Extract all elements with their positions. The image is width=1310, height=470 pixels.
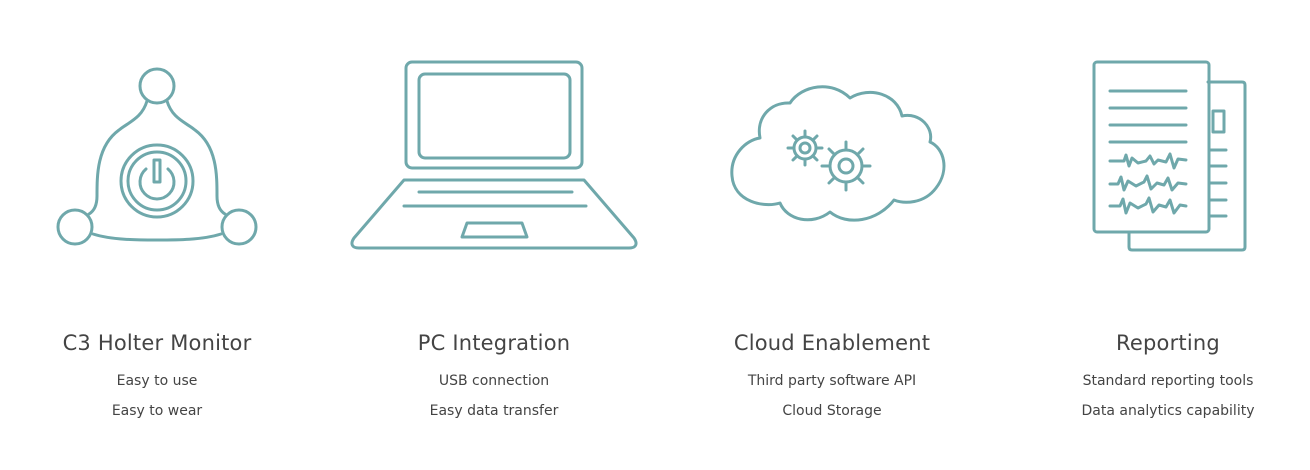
feature-line: Standard reporting tools [1082,373,1254,389]
feature-line: USB connection [438,373,550,389]
feature-reporting: Reporting Standard reporting tools Data … [1008,0,1310,470]
feature-line: Easy data transfer [429,403,559,419]
feature-line: Data analytics capability [1081,403,1255,419]
feature-cloud-enablement: Cloud Enablement Third party software AP… [672,0,992,470]
laptop-icon [334,0,654,300]
feature-line: Cloud Storage [782,403,882,419]
feature-title: Reporting [1116,331,1220,355]
feature-title: C3 Holter Monitor [62,331,252,355]
feature-line: Third party software API [747,373,917,389]
holter-monitor-icon [0,0,317,300]
feature-line: Easy to wear [111,403,203,419]
feature-title: Cloud Enablement [733,331,931,355]
feature-holter-monitor: C3 Holter Monitor Easy to use Easy to we… [0,0,317,470]
report-document-icon [1008,0,1310,300]
feature-pc-integration: PC Integration USB connection Easy data … [334,0,654,470]
feature-title: PC Integration [417,331,571,355]
feature-line: Easy to use [116,373,198,389]
cloud-gears-icon [672,0,992,300]
